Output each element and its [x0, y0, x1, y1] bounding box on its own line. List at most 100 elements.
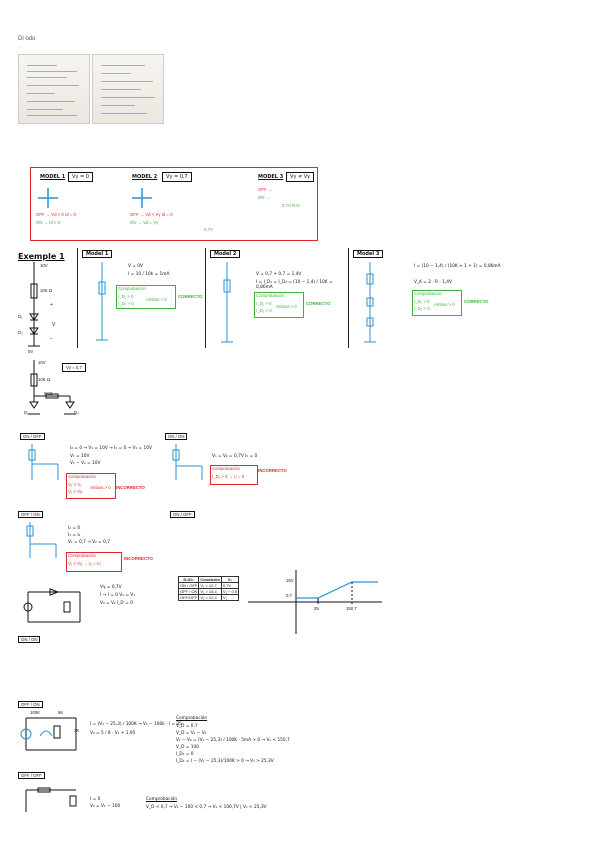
exemple-d2: D₂ — [18, 330, 23, 335]
offon2-eq1: I = (V₁ − 25,3) / 100K → V₁ − 100k · I =… — [90, 722, 182, 727]
offon2-comp5: I_D₁ = 0 — [176, 752, 194, 757]
exemple-gnd: 0V — [28, 349, 34, 354]
model3-comp-box — [412, 290, 462, 316]
onoff-comp-note: Ambos > 0 — [90, 485, 111, 490]
onoff-tag: ON / OFF — [20, 433, 45, 440]
circuit2-d2: D₂ — [74, 410, 79, 415]
onon-comp-box — [210, 465, 258, 485]
model2-label: MODEL 2 — [132, 174, 158, 180]
models-box — [30, 167, 318, 241]
model3-comp2: I_D₂ > 0 — [414, 306, 430, 311]
circuit2-r5k: 5KΩ — [44, 391, 53, 396]
model1-title: Model 1 — [82, 250, 113, 258]
onon-circuit — [172, 444, 203, 480]
offon2-comp3: V₁ − V₀ = (V₁ − 25,3) / 100K · 5mA > 0 →… — [176, 738, 290, 743]
offoff-comp-title: Comprobación — [146, 797, 178, 802]
circuit2-d1: D₁ — [24, 410, 29, 415]
offon-comp-title: Comprobación — [68, 553, 96, 558]
divider — [348, 248, 349, 348]
model1-comp1: I_D₁ > 0 — [118, 294, 134, 299]
offon-eq1: I₂ = 0 — [68, 526, 81, 531]
model1-comp-note: Ambos > 0 — [146, 297, 167, 302]
circuit2-cond: Vγ = 0,7 — [62, 363, 86, 372]
offon2-eq2: V₀ = 5 / 8 · V₁ + 1,95 — [90, 731, 136, 736]
model2-comp2: I_D₂ > 0 — [256, 308, 272, 313]
exemple-plus: + — [50, 302, 53, 308]
offon-comp1: V₁ < Vγ → I₂ = V₂ — [68, 561, 102, 566]
page-title: Di odo — [18, 36, 36, 42]
onoff-eq1: I₂ = 0 → V₁ = 10V → I₁ = 0 → V₁ = 10V — [70, 446, 152, 451]
table-cell: V₁ − 0,5 — [220, 588, 240, 595]
model2-eq1: V = 0,7 + 0,7 = 1,4V — [256, 272, 302, 277]
offon-comp-box — [66, 552, 122, 572]
exemple-circuit — [28, 262, 40, 347]
table-row: OFF / ON V₁ > 15,4 V₁ − 0,5 — [177, 588, 240, 595]
transfer-graph — [248, 570, 382, 634]
model2-title: Model 2 — [210, 250, 241, 258]
notebook-photo-2[interactable] — [92, 54, 164, 124]
exemple-d1: D₁ — [18, 314, 23, 319]
onon-comp1: I_D₁ > 0 → I₂ = 0 — [212, 474, 245, 479]
model3-on: ON → — [258, 195, 270, 200]
offon-tag: OFF / ON — [18, 511, 43, 518]
graph-y1: 15V — [286, 578, 294, 583]
offon2-r1: 100K — [30, 710, 41, 715]
table-cell: ON / OFF — [177, 582, 200, 589]
model3-circuit — [364, 262, 376, 343]
offon-verdict: INCORRECTO — [124, 556, 153, 561]
offoff-tag: OFF / OFF — [18, 772, 45, 779]
table-cell: OFF/OFF — [177, 594, 200, 601]
model1-label: MODEL 1 — [40, 174, 66, 180]
onon-eq1: V₁ = V₂ = 0,7V I₂ = 0 — [212, 454, 258, 459]
exemple-minus: − — [50, 336, 53, 342]
onon2-tag: ON / ON — [18, 636, 41, 643]
onoff-circuit — [28, 444, 59, 480]
model1-comp-box — [116, 285, 176, 309]
offon2-comp-title: Comprobación — [176, 716, 208, 721]
model3-cond: Vγ ≠ Vγ — [286, 172, 315, 182]
onoff-comp2: V₁ < Vγ — [68, 489, 83, 494]
offon-eq2: I₁ = I₂ — [68, 533, 81, 538]
onoff-eq3: V₁ − V₂ = 10V — [70, 461, 101, 466]
offon2-circuit — [20, 717, 77, 751]
onoff2-tag: ON / OFF — [170, 511, 195, 518]
model2-circuit — [221, 262, 233, 343]
onoff-comp1: V₁ < V₂ — [68, 482, 82, 487]
onoff-comp-title: Comprobación — [68, 474, 96, 479]
offoff-eq2: V₀ = V₁ − 100 — [90, 804, 121, 809]
model1-eq2: I = 10 / 10k = 1mA — [128, 272, 170, 277]
model2-comp1: I_D₁ > 0 — [256, 301, 272, 306]
page-subtitle: ... — [18, 44, 22, 49]
offoff-comp1: V_D < 0,7 → V₁ − 100 < 0,7 → V₁ < 100,7V… — [146, 805, 267, 810]
offon-circuit — [26, 522, 57, 558]
onoff2-circuit — [23, 588, 81, 623]
offon2-r2: 5K — [58, 710, 64, 715]
model3-eq1: I = (10 − 1,4) / (10K + 1 + 1) = 0,86mA — [414, 264, 501, 269]
offoff-circuit — [25, 787, 77, 812]
circuit2-schematic — [28, 360, 76, 415]
model3-on-value: 0,7V R.D — [282, 203, 300, 208]
onoff2-eq2: I → I = 0 V₂ = V₁ — [100, 593, 135, 598]
offon2-comp2: V_D = V₁ − V₀ — [176, 731, 207, 736]
model1-diode-icon — [38, 188, 58, 208]
model1-circuit — [96, 262, 108, 341]
onoff-eq2: V₁ = 10V — [70, 454, 90, 459]
onon-verdict: INCORRECTO — [258, 468, 287, 473]
onoff2-eq3: V₀ = V₂ I_D = 0 — [100, 601, 133, 606]
model2-eq2: I = I_D₁ = I_D₂ = (10 − 1,4) / 10K = 0,8… — [256, 280, 333, 290]
model3-title: Model 3 — [353, 250, 384, 258]
table-cell: V₁ — [220, 594, 240, 601]
offon2-comp1: V_D = 0,7 — [176, 724, 198, 729]
exemple-title: Exemple 1 — [18, 252, 65, 261]
graph-x2: 150,7 — [346, 606, 357, 611]
notebook-photo-1[interactable] — [18, 54, 90, 124]
model1-comp-title: Comprobación — [118, 286, 146, 291]
onoff-verdict: INCORRECTO — [116, 485, 145, 490]
model2-on-value: 0,7V — [204, 227, 213, 232]
exemple-r10k: 10K Ω — [40, 288, 53, 293]
state-table: D₁/D₂ Condición V₀ ON / OFF V₁ < 12,7 0,… — [177, 576, 240, 601]
model3-comp-note: Ambos > 0 — [434, 302, 455, 307]
offon2-comp4: V_D = 100 — [176, 745, 199, 750]
model1-on: ON → Id > 0 — [36, 220, 61, 225]
model1-eq1: V = 0V — [128, 264, 143, 269]
